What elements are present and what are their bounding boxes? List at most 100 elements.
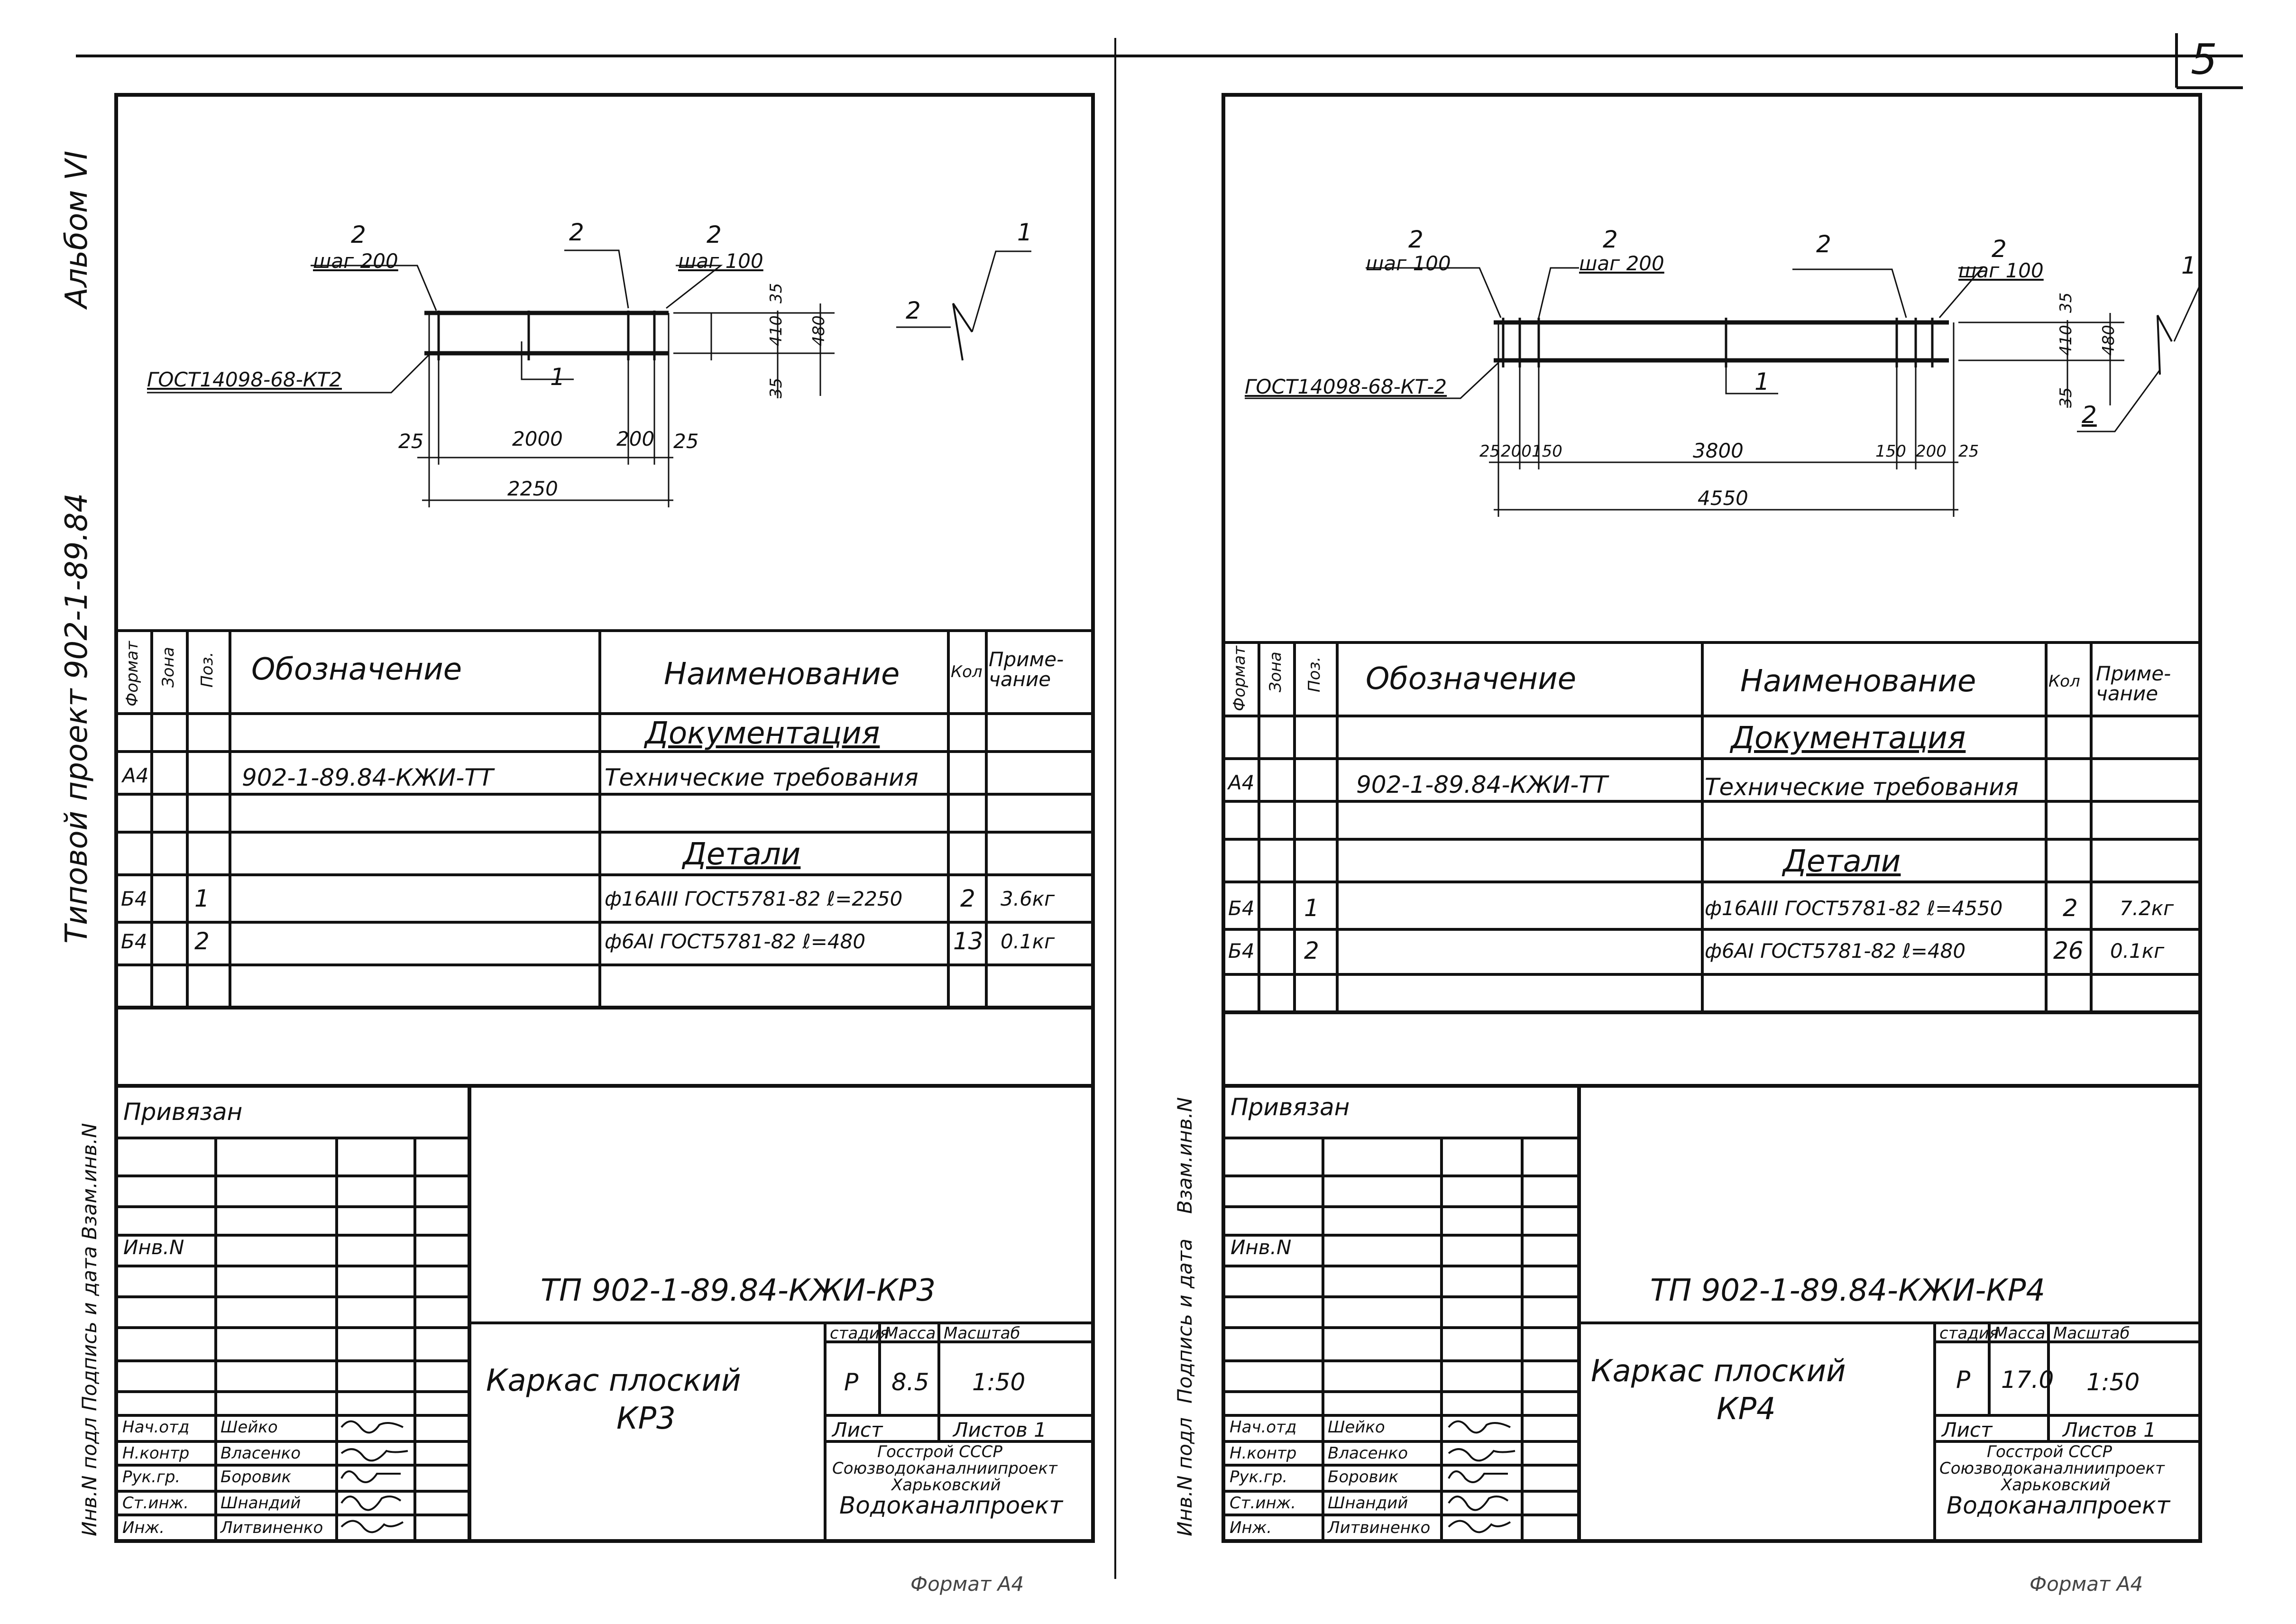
role: Нач.отд: [122, 1418, 190, 1437]
rebar-frame-kr3: [147, 249, 1031, 507]
stadia-value: Р: [1956, 1366, 1971, 1394]
row-format: Б4: [1228, 939, 1255, 963]
massa-value: 8.5: [891, 1368, 929, 1396]
person-name: Литвиненко: [1328, 1518, 1431, 1537]
dim-total-2250: 2250: [507, 477, 558, 500]
role: Ст.инж.: [1230, 1494, 1296, 1513]
dim-480: 480: [809, 315, 828, 346]
stamp-vertical-inv: Инв.N подл: [1173, 1417, 1196, 1536]
gost-weld-ref: ГОСТ14098-68-КТ2: [147, 368, 342, 391]
rebar-frame-kr4: [1245, 267, 2201, 517]
role: Н.контр: [1230, 1444, 1297, 1463]
person-name: Литвиненко: [220, 1518, 323, 1537]
stamp-vertical-vzam: Взам.инв.N: [1173, 1097, 1196, 1214]
doc-format: А4: [1228, 771, 1255, 794]
callout-step: шаг 100: [678, 249, 763, 273]
detail-2: 2: [906, 297, 921, 324]
header-note: Приме-чание: [989, 648, 1064, 691]
detail-1: 1: [1017, 219, 1032, 246]
row-pos: 1: [194, 885, 210, 912]
doc-format: А4: [122, 764, 149, 787]
callout-step: шаг 100: [1366, 252, 1451, 275]
org-line-3: Харьковский: [891, 1476, 1001, 1495]
dim-200: 200: [616, 427, 655, 450]
list-label: Лист: [832, 1418, 883, 1441]
stamp-vertical-sign: Подпись и дата: [1173, 1239, 1196, 1404]
page-number: 5: [2191, 35, 2217, 84]
role: Ст.инж.: [122, 1494, 189, 1513]
row-pos: 2: [194, 927, 210, 955]
org-line-4: Водоканалпроект: [839, 1492, 1063, 1519]
person-name: Власенко: [1328, 1444, 1408, 1463]
dim-410: 410: [2057, 325, 2076, 356]
title-block-right-lines: [1223, 1084, 2200, 1541]
dim-2000: 2000: [512, 427, 563, 450]
role: Нач.отд: [1230, 1418, 1297, 1437]
role: Инж.: [122, 1518, 165, 1537]
detail-2: 2: [2082, 401, 2097, 429]
dim-35: 35: [767, 377, 786, 398]
row-pos: 2: [1304, 937, 1319, 964]
doc-designation: 902-1-89.84-КЖИ-ТТ: [242, 764, 494, 791]
header-pos: Поз.: [198, 651, 217, 688]
dim-480: 480: [2099, 325, 2118, 356]
callout-step: шаг 200: [1579, 252, 1664, 275]
header-zone: Зона: [1266, 651, 1285, 692]
row-qty: 13: [953, 927, 983, 955]
section-parts: Детали: [683, 837, 801, 872]
row-qty: 2: [960, 885, 975, 912]
dim-total-4550: 4550: [1698, 486, 1748, 510]
row-format: Б4: [121, 887, 147, 910]
dim-150: 150: [1532, 442, 1562, 461]
masshtab-label: Масштаб: [944, 1324, 1020, 1343]
header-pos: Поз.: [1305, 656, 1324, 692]
row-note: 0.1кг: [1001, 930, 1055, 953]
role: Рук.гр.: [1230, 1468, 1288, 1486]
header-name: Наименование: [664, 657, 900, 692]
doc-name: Технические требования: [605, 764, 918, 791]
format-label-right: Формат А4: [2030, 1572, 2143, 1596]
person-name: Власенко: [220, 1444, 301, 1463]
person-name: Боровик: [1328, 1468, 1399, 1486]
person-name: Шейко: [1328, 1418, 1385, 1437]
row-note: 3.6кг: [1001, 887, 1055, 910]
org-line-2: Союзводоканалниипроект: [832, 1459, 1057, 1478]
spec-table-right-lines: [1223, 641, 2200, 1014]
org-line-1: Госстрой СССР: [877, 1442, 1002, 1461]
stamp-vertical-left: Инв.N подл Подпись и дата Взам.инв.N: [78, 1123, 101, 1536]
role: Н.контр: [122, 1444, 190, 1463]
header-format: Формат: [123, 641, 142, 706]
masshtab-label: Масштаб: [2053, 1324, 2130, 1343]
position-1: 1: [1754, 368, 1770, 395]
dim-25: 25: [673, 430, 699, 453]
row-qty: 2: [2063, 894, 2078, 922]
title-line-1: Каркас плоский: [486, 1363, 741, 1398]
detail-1: 1: [2181, 252, 2196, 279]
format-label-left: Формат А4: [910, 1572, 1024, 1596]
section-documentation: Документация: [1731, 721, 1966, 756]
header-zone: Зона: [159, 647, 178, 688]
dim-25: 25: [1479, 442, 1500, 461]
header-designation: Обозначение: [251, 652, 462, 687]
row-format: Б4: [121, 930, 147, 953]
dim-35: 35: [2057, 387, 2076, 408]
dim-35: 35: [767, 283, 786, 303]
dim-35: 35: [2057, 292, 2076, 313]
dim-200: 200: [1916, 442, 1947, 461]
listov-label: Листов 1: [2063, 1418, 2156, 1441]
title-line-2: КР4: [1717, 1392, 1776, 1427]
row-name: ф6АI ГОСТ5781-82 ℓ=480: [605, 930, 866, 953]
callout-2: 2: [1603, 226, 1618, 253]
header-qty: Кол: [951, 662, 983, 681]
list-label: Лист: [1942, 1418, 1993, 1441]
header-format: Формат: [1230, 646, 1249, 711]
dim-410: 410: [767, 315, 786, 346]
row-qty: 26: [2053, 937, 2084, 964]
dim-25: 25: [1958, 442, 1979, 461]
org-line-1: Госстрой СССР: [1987, 1442, 2112, 1461]
row-note: 0.1кг: [2110, 939, 2165, 963]
row-name: ф16АIII ГОСТ5781-82 ℓ=4550: [1705, 897, 2003, 920]
title-line-2: КР3: [616, 1401, 676, 1436]
